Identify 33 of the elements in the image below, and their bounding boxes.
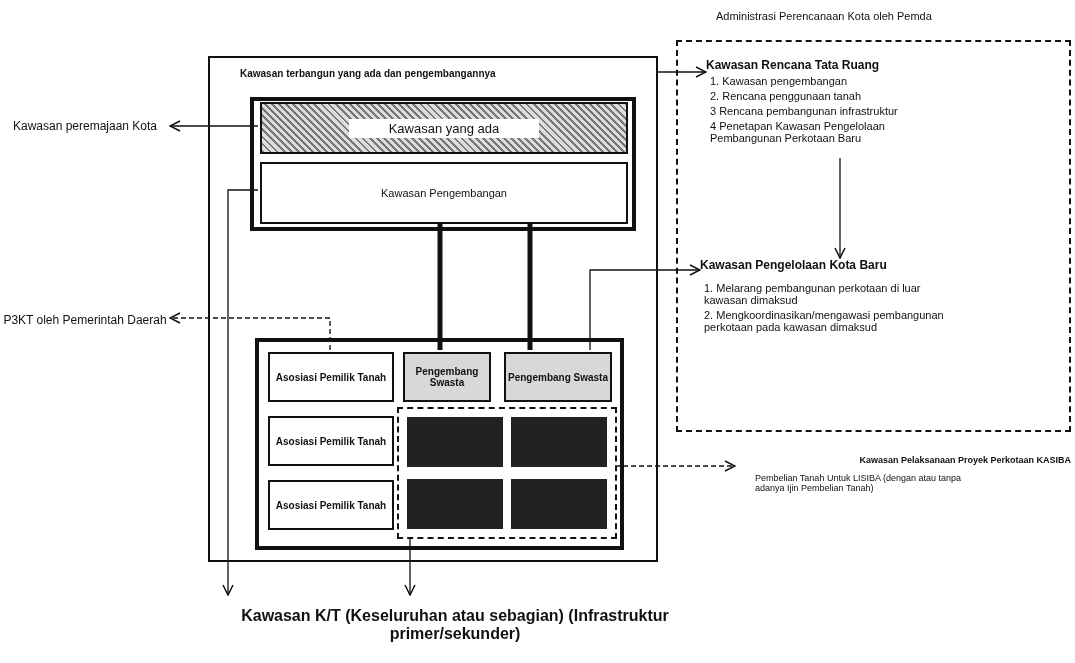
arrow bbox=[169, 312, 331, 351]
list-item: 3 Rencana pembangunan infrastruktur bbox=[709, 105, 899, 117]
list-item: 4 Penetapan Kawasan Pengelolaan Pembangunan Perkotaan Baru bbox=[709, 120, 886, 144]
section-heading: Kawasan Pengelolaan Kota Baru bbox=[700, 258, 888, 272]
area-frame bbox=[208, 56, 658, 562]
connector-line bbox=[437, 222, 443, 350]
list-item: 2. Rencana penggunaan tanah bbox=[709, 90, 863, 102]
panel-heading: Administrasi Perencanaan Kota oleh Pemda bbox=[716, 10, 932, 22]
list-item: 2. Mengkoordinasikan/mengawasi pembangunan perkotaan pada kawasan dimaksud bbox=[703, 309, 945, 333]
association-box: Asosiasi Pemilik Tanah bbox=[268, 416, 394, 466]
arrow bbox=[222, 189, 259, 596]
callout-text: P3KT oleh Pemerintah Daerah bbox=[0, 298, 170, 342]
connector-line bbox=[527, 222, 533, 350]
developer-box: Pengembang Swasta bbox=[403, 352, 491, 402]
list-item: 1. Kawasan pengembangan bbox=[709, 75, 848, 87]
arrow bbox=[169, 120, 259, 132]
callout-text: Kawasan peremajaan Kota bbox=[0, 104, 170, 148]
association-box: Asosiasi Pemilik Tanah bbox=[268, 352, 394, 402]
developer-box: Pengembang Swasta bbox=[504, 352, 612, 402]
arrow bbox=[589, 264, 701, 351]
section-heading: Kawasan Pelaksanaan Proyek Perkotaan KASIBA bbox=[858, 455, 1071, 465]
arrow bbox=[657, 66, 707, 78]
list-item: 1. Melarang pembangunan perkotaan di luar kawasan dimaksud bbox=[703, 282, 922, 306]
frame-title: Kawasan terbangun yang ada dan pengembangannya bbox=[240, 68, 496, 79]
list-item: Pembelian Tanah Untuk LISIBA (dengan atau tanpa adanya Ijin Pembelian Tanah) bbox=[754, 473, 962, 493]
caption-text: Kawasan K/T (Keseluruhan atau sebagian) (Infrastruktur primer/sekunder) bbox=[215, 595, 695, 655]
existing-area-box bbox=[260, 102, 628, 154]
association-box: Asosiasi Pemilik Tanah bbox=[268, 480, 394, 530]
arrow bbox=[834, 157, 846, 259]
area-label: Kawasan yang ada bbox=[348, 118, 540, 138]
section-heading: Kawasan Rencana Tata Ruang bbox=[706, 58, 881, 72]
development-area-box: Kawasan Pengembangan bbox=[260, 162, 628, 224]
shaded-area bbox=[397, 407, 617, 539]
